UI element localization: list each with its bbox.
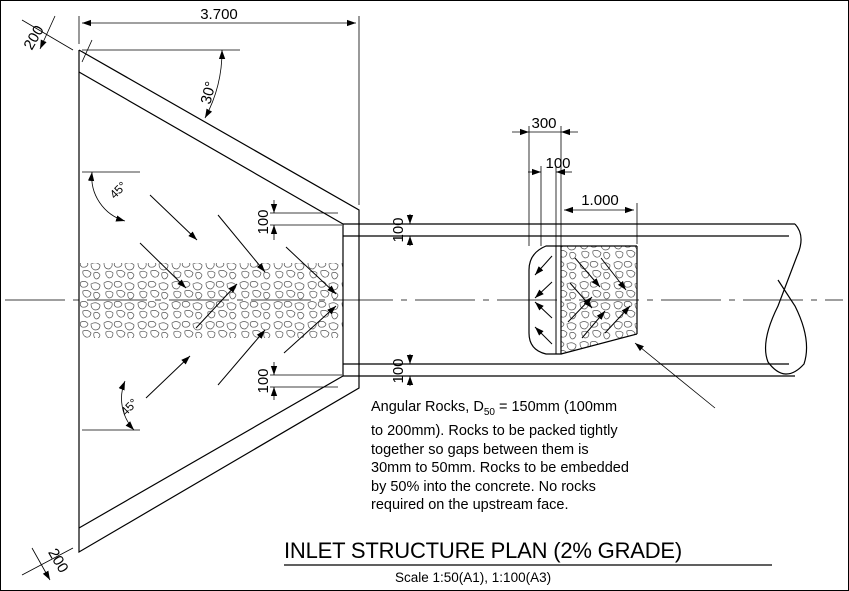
dim-channel-upper-label: 100 [390,217,407,242]
note-line-3: together so gaps between them is [371,441,589,458]
dim-top-width-label: 3.700 [200,6,238,23]
dim-angle-wing-upper-label: 45° [107,179,130,202]
dim-wall-bottom-label: 200 [44,546,71,576]
dim-sill-width-label: 300 [531,115,556,132]
dim-gap-upper-label: 100 [255,209,272,234]
dim-wall-top-label: 200 [20,23,47,53]
rock-bed-wingwall [80,263,343,338]
dim-rock-length-label: 1.000 [581,192,619,209]
dim-channel-lower-label: 100 [390,358,407,383]
drawing-title: INLET STRUCTURE PLAN (2% GRADE) [284,538,683,563]
dimension-angle-top [204,49,226,119]
note-leader [634,342,716,409]
dim-angle-top-label: 30° [198,80,220,106]
note-line-2: to 200mm). Rocks to be packed tightly [371,423,618,440]
flow-arrows-apron [534,255,631,345]
drawing-scale: Scale 1:50(A1), 1:100(A3) [395,570,552,585]
wingwall-inner-bottom [78,375,344,529]
dimension-angle-wing-lower [118,380,135,431]
rock-note: Angular Rocks, D50 = 150mm (100mm to 200… [371,398,731,514]
note-line-6: required on the upstream face. [371,496,569,513]
wingwall-inner-top [78,71,344,225]
note-line-5: by 50% into the concrete. No rocks [371,478,596,495]
dimension-angle-wing-upper [87,171,126,222]
note-line-4: 30mm to 50mm. Rocks to be embedded [371,460,629,477]
flow-arrows-wingwall [139,194,337,399]
note-line-1: Angular Rocks, D50 = 150mm (100mm [371,399,618,418]
dim-gap-lower-label: 100 [255,368,272,393]
sill-upstream [528,245,562,355]
dim-sill-gap-label: 100 [545,155,570,172]
wingwall-outer [78,49,360,554]
apron-bottom [560,333,638,355]
break-line [765,223,808,375]
